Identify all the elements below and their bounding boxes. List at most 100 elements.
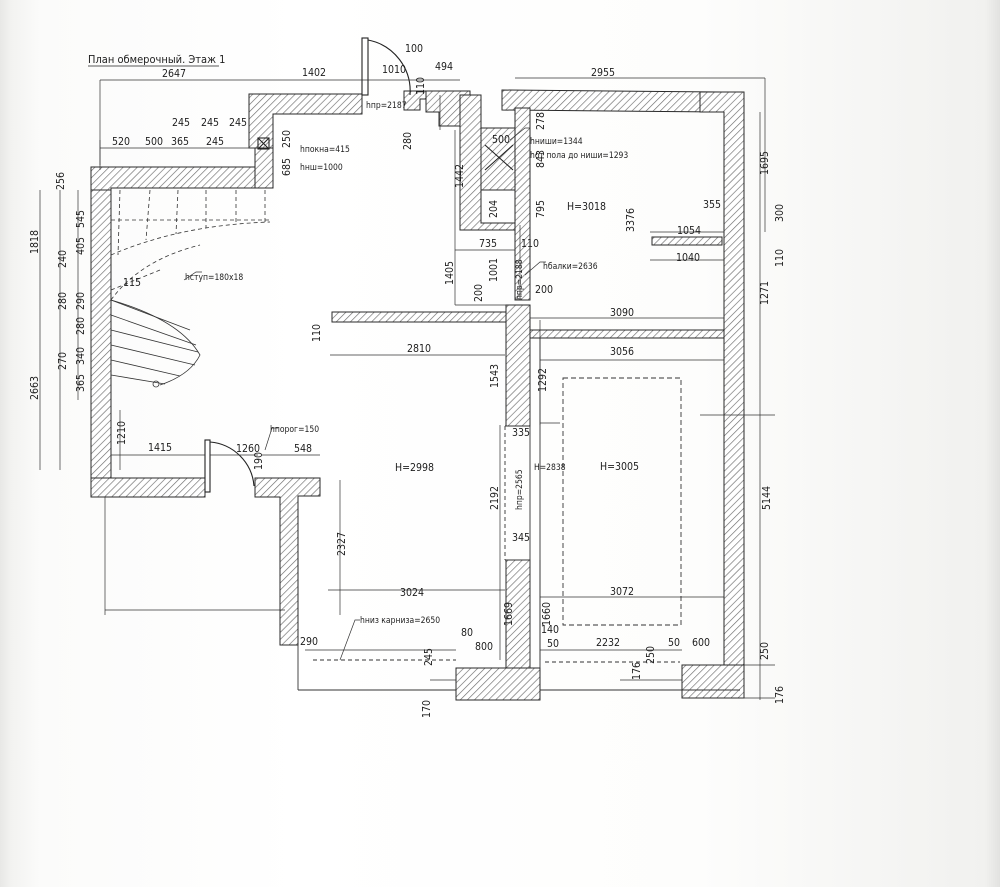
cornice-height: hниз карниза=2650 [360,616,440,626]
floor-to-niche-height: hот пола до ниши=1293 [530,151,628,161]
dimension-d280c: 280 [75,317,87,335]
wall-bottom-left [90,477,206,498]
dimension-d280a: 280 [402,132,414,150]
dimension-d1442: 1442 [454,164,466,188]
dimension-d2663: 2663 [29,376,41,400]
wall-bottom-left2 [254,477,321,646]
dimension-d600: 600 [692,637,710,649]
door-height-mid: hпр=2188 [515,259,525,300]
dimension-d1054: 1054 [677,225,701,237]
dimension-d1402: 1402 [302,67,326,79]
wall-left-outer [90,166,112,479]
dimension-d355: 355 [703,199,721,211]
dimension-d1660: 1660 [541,602,553,626]
dimension-d240: 240 [57,250,69,268]
dimension-d1210: 1210 [116,421,128,445]
dimension-d300: 300 [774,204,786,222]
room-height-right-bottom: H=3005 [600,461,639,473]
dimension-d245a: 245 [172,117,190,129]
dimension-d2192: 2192 [489,486,501,510]
dimension-d110b: 110 [521,238,539,250]
level-labels: H=2998 H=3018 H=3005 H=2838 hпр=2187 hба… [185,101,639,626]
dimension-lines [39,77,775,700]
dimension-d245b: 245 [201,117,219,129]
wall-interior-horizontal [331,311,531,323]
dimension-d405: 405 [75,237,87,255]
dimension-d270: 270 [57,352,69,370]
dimension-d5144: 5144 [761,486,773,510]
dimension-d290: 290 [75,292,87,310]
doors [204,37,514,493]
dimension-d2232: 2232 [596,637,620,649]
dimension-d685: 685 [281,158,293,176]
dimension-d3090: 3090 [610,307,634,319]
dimension-d545: 545 [75,210,87,228]
dimension-d110a: 110 [415,77,427,95]
door-height-corridor: hпр=2565 [515,469,525,510]
corridor-height: H=2838 [534,463,566,473]
dimension-d3056: 3056 [610,346,634,358]
dimension-d245d: 245 [229,117,247,129]
dimension-d256: 256 [55,172,67,190]
dimension-d1405: 1405 [444,261,456,285]
dimension-d1669: 1669 [503,602,515,626]
dimension-d170: 170 [421,700,433,718]
wall-right-outer [699,91,745,691]
dimension-d500b: 500 [492,134,510,146]
dimension-d1695: 1695 [759,151,771,175]
room-height-right-top: H=3018 [567,201,606,213]
dimension-d3376: 3376 [625,208,637,232]
dimension-d190: 190 [253,452,265,470]
dimension-d245c: 245 [206,136,224,148]
dimension-d365b: 365 [75,374,87,392]
dimension-d245e: 245 [423,648,435,666]
dimension-d250b: 250 [645,646,657,664]
dimension-d1010: 1010 [382,64,406,76]
dimension-d548: 548 [294,443,312,455]
plan-title: План обмерочный. Этаж 1 [88,53,225,66]
dimension-d335: 335 [512,427,530,439]
dimension-d843: 843 [535,150,547,168]
dimension-d250c: 250 [759,642,771,660]
wall-bottom-right [681,664,745,699]
step-size: hступ=180x18 [185,273,243,283]
dimension-d365a: 365 [171,136,189,148]
dimension-d3072: 3072 [610,586,634,598]
wall-column-mid [514,107,531,301]
dimension-d520: 520 [112,136,130,148]
dimension-d115: 115 [123,277,141,289]
dimension-d494: 494 [435,61,453,73]
dimension-d100: 100 [405,43,423,55]
beam-height: hбалки=2636 [543,261,598,272]
wall-top-mid [425,90,471,127]
dimension-d345: 345 [512,532,530,544]
wall-top-main [248,93,363,149]
dimension-d278: 278 [535,112,547,130]
dimension-d1543: 1543 [489,364,501,388]
dimension-d1818: 1818 [29,230,41,254]
dimension-d1415: 1415 [148,442,172,454]
dimension-d200a: 200 [473,284,485,302]
threshold-height: hпорог=150 [270,425,319,435]
wall-interior-right-h [529,329,725,339]
vertical-dimensions: 110 250 685 280 278 843 1695 1442 795 20… [29,77,786,718]
dimension-d3024: 3024 [400,587,424,599]
dimension-d2647: 2647 [162,68,186,80]
dimension-d176b: 176 [774,686,786,704]
dimension-d1292: 1292 [537,368,549,392]
horizontal-dimensions: 2647 1402 1010 100 494 2955 520 500 365 … [112,43,721,653]
dimension-d800: 800 [475,641,493,653]
wall-top-left [90,166,256,191]
dimension-d250a: 250 [281,130,293,148]
dimension-d110d: 110 [311,324,323,342]
dimension-d1271: 1271 [759,281,771,305]
dimension-d204: 204 [488,200,500,218]
wall-bottom-center [455,667,541,701]
wall-top-right-seg [501,89,721,113]
dimension-d500a: 500 [145,136,163,148]
dimension-d80: 80 [461,627,473,639]
dimension-d50a: 50 [547,638,559,650]
dimension-d176a: 176 [631,662,643,680]
dimension-d2327: 2327 [336,532,348,556]
